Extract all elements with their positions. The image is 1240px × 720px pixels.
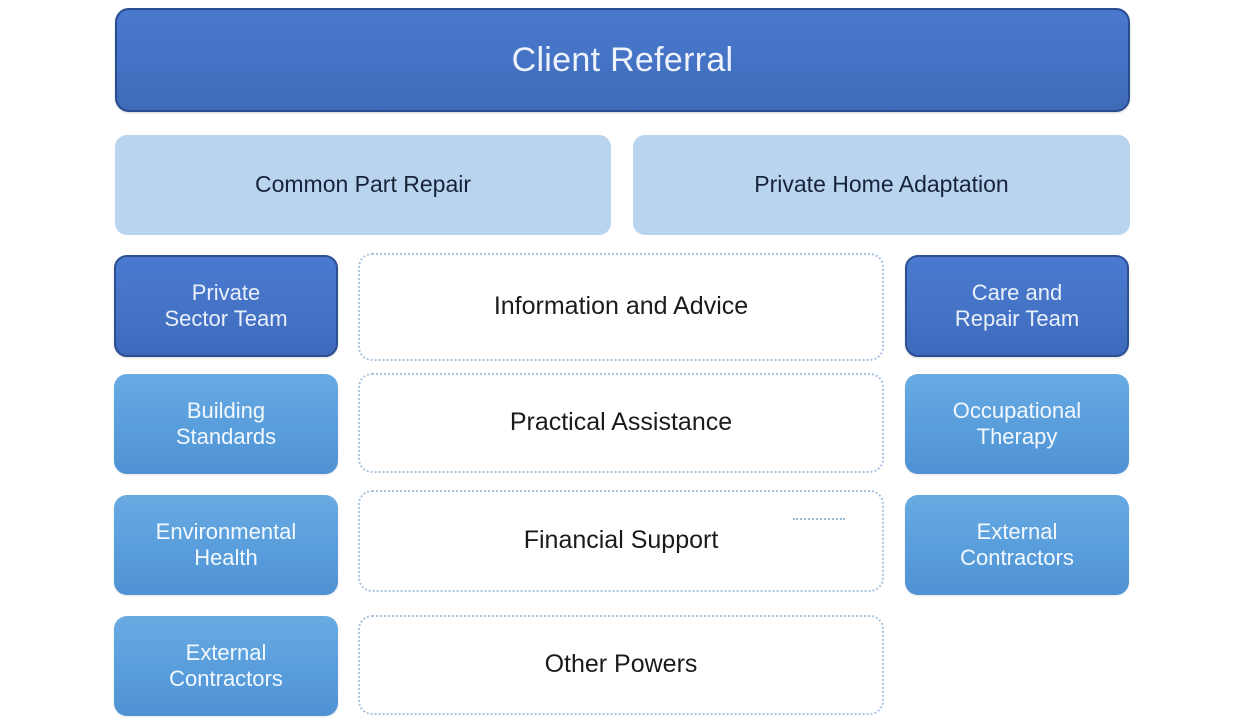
dotted-connector-fragment [793,518,845,520]
node-external-contractors-left[interactable]: External Contractors [114,616,338,716]
node-external-contractors-right[interactable]: External Contractors [905,495,1129,595]
node-practical-assistance[interactable]: Practical Assistance [358,373,884,473]
node-building-standards[interactable]: Building Standards [114,374,338,474]
node-common-part-repair[interactable]: Common Part Repair [115,135,611,235]
node-financial-support[interactable]: Financial Support [358,490,884,592]
node-other-powers[interactable]: Other Powers [358,615,884,715]
node-client-referral[interactable]: Client Referral [115,8,1130,112]
node-private-home-adaptation[interactable]: Private Home Adaptation [633,135,1130,235]
node-private-sector-team[interactable]: Private Sector Team [114,255,338,357]
node-occupational-therapy[interactable]: Occupational Therapy [905,374,1129,474]
node-information-and-advice[interactable]: Information and Advice [358,253,884,361]
node-environmental-health[interactable]: Environmental Health [114,495,338,595]
node-care-and-repair-team[interactable]: Care and Repair Team [905,255,1129,357]
